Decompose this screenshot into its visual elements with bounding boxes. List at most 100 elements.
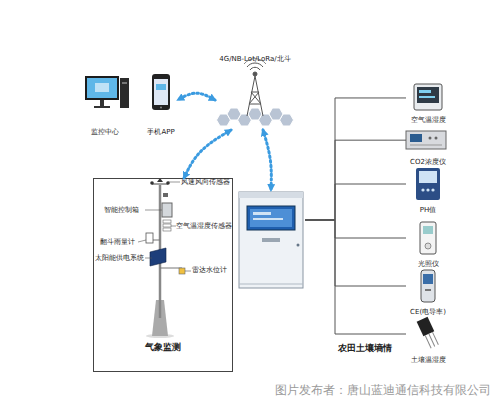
light-meter-icon [420, 222, 436, 254]
bus-line [305, 98, 406, 220]
bus-line [305, 220, 406, 238]
monitor-icon-part [85, 76, 119, 100]
part-name: 雷达水位计 [192, 266, 227, 274]
signal-tower-part [249, 92, 259, 104]
light-meter-icon-part [420, 222, 436, 254]
phone-icon-part [152, 74, 170, 110]
monitor-icon-part [100, 100, 104, 106]
node-text: 土壤温湿度 [411, 356, 446, 364]
ph-meter-icon [416, 168, 440, 200]
ec-meter-icon-part [423, 274, 433, 284]
node-text: 气象监测 [145, 342, 181, 353]
device-node: CO2浓度仪 [406, 128, 450, 166]
cell-hexagons-part [227, 108, 241, 120]
co2-meter-icon-part [410, 145, 442, 146]
co2-meter-icon [406, 131, 446, 149]
signal-tower-part [249, 104, 261, 105]
cell-hexagons-part [269, 108, 283, 120]
node-text: 监控中心 [91, 128, 119, 136]
humidity-display-icon-part [417, 87, 439, 103]
bus-line [305, 184, 406, 220]
part-name: 空气温湿度传感器 [176, 222, 232, 230]
group-title: 农田土壤墒情 [338, 343, 392, 354]
humidity-display-icon [414, 84, 442, 110]
co2-meter-icon-part [429, 137, 432, 140]
leader-lines-part [168, 182, 180, 183]
weather-station-part [179, 268, 185, 274]
node-text: PH值 [420, 206, 437, 214]
cabinet-node [237, 190, 305, 290]
part-name: 风速风向传感器 [181, 178, 230, 186]
phone-icon-part [160, 107, 162, 109]
device-node: CE(电导率) [406, 268, 450, 316]
monitor-icon-part [94, 106, 110, 108]
ph-meter-icon-part [421, 188, 424, 191]
signal-tower-part [253, 72, 257, 76]
co2-meter-icon-part [406, 131, 446, 149]
control-cabinet [239, 192, 303, 288]
control-cabinet-part [297, 244, 300, 247]
ph-meter-icon-part [431, 188, 434, 191]
monitor-icon-part [95, 83, 109, 92]
soil-probe-icon-part [417, 317, 435, 337]
soil-probe-icon-part [432, 332, 438, 345]
cell-hexagons [217, 108, 294, 126]
monitor-icon [85, 76, 129, 108]
device-node: 空气温湿度 [406, 82, 450, 124]
part-name: 太阳能供电系统 [95, 254, 144, 262]
phone-icon-part [154, 79, 168, 105]
ph-meter-icon-part [416, 168, 440, 200]
humidity-display-icon-part [419, 96, 435, 98]
node-text: 4G/NB-Lot/LoRa/北斗 [219, 55, 290, 63]
weather-station-part [146, 233, 153, 243]
weather-station-part [160, 268, 182, 269]
device-node: PH值 [406, 166, 450, 214]
bus-line [305, 140, 406, 220]
leader-lines-part [138, 240, 146, 242]
light-meter-icon-part [425, 243, 431, 249]
control-cabinet-part [250, 209, 292, 227]
bus-line [305, 220, 406, 286]
signal-tower-part [250, 67, 260, 70]
ph-meter-icon-part [419, 171, 437, 183]
weather-station-part [152, 184, 168, 185]
device-node: 光照仪 [406, 220, 450, 268]
wireless-link [263, 130, 271, 190]
wireless-link [184, 130, 231, 178]
part-name: 翻斗雨量计 [100, 238, 135, 246]
co2-meter-icon-part [410, 134, 422, 142]
node-text: 手机APP [147, 128, 174, 136]
weather-station [146, 178, 185, 338]
weather-station-part [163, 224, 171, 227]
ec-meter-icon-part [421, 270, 435, 302]
bus-line [305, 220, 406, 334]
co2-meter-icon-part [435, 137, 438, 140]
control-cabinet-part [247, 206, 295, 230]
monitor-icon-part [120, 78, 129, 108]
node-text: 空气温湿度 [411, 116, 446, 124]
monitor-icon-part [122, 82, 127, 84]
leader-lines-part [185, 271, 191, 272]
monitor-icon-part [87, 78, 117, 98]
ec-meter-icon-part [425, 289, 431, 291]
weather-station-part [150, 248, 166, 266]
control-cabinet-part [253, 212, 271, 215]
soil-probe-icon [417, 317, 441, 349]
signal-tower [244, 59, 266, 116]
weather-station-part [163, 228, 171, 231]
watermark: 图片发布者：唐山蓝迪通信科技有限公司 [275, 384, 491, 398]
ec-meter-icon [421, 270, 435, 302]
control-cabinet-part [239, 284, 303, 285]
phone-icon [152, 74, 170, 110]
control-cabinet-part [262, 238, 280, 242]
humidity-display-icon-part [414, 84, 442, 110]
tower-node: 4G/NB-Lot/LoRa/北斗 [215, 55, 295, 130]
cell-hexagons-part [248, 108, 262, 120]
phone-icon-part [156, 84, 166, 90]
leader-lines-part [145, 210, 162, 211]
node-text: CO2浓度仪 [410, 158, 446, 166]
monitor-node: 监控中心 [80, 70, 130, 136]
control-cabinet-part [253, 218, 283, 220]
